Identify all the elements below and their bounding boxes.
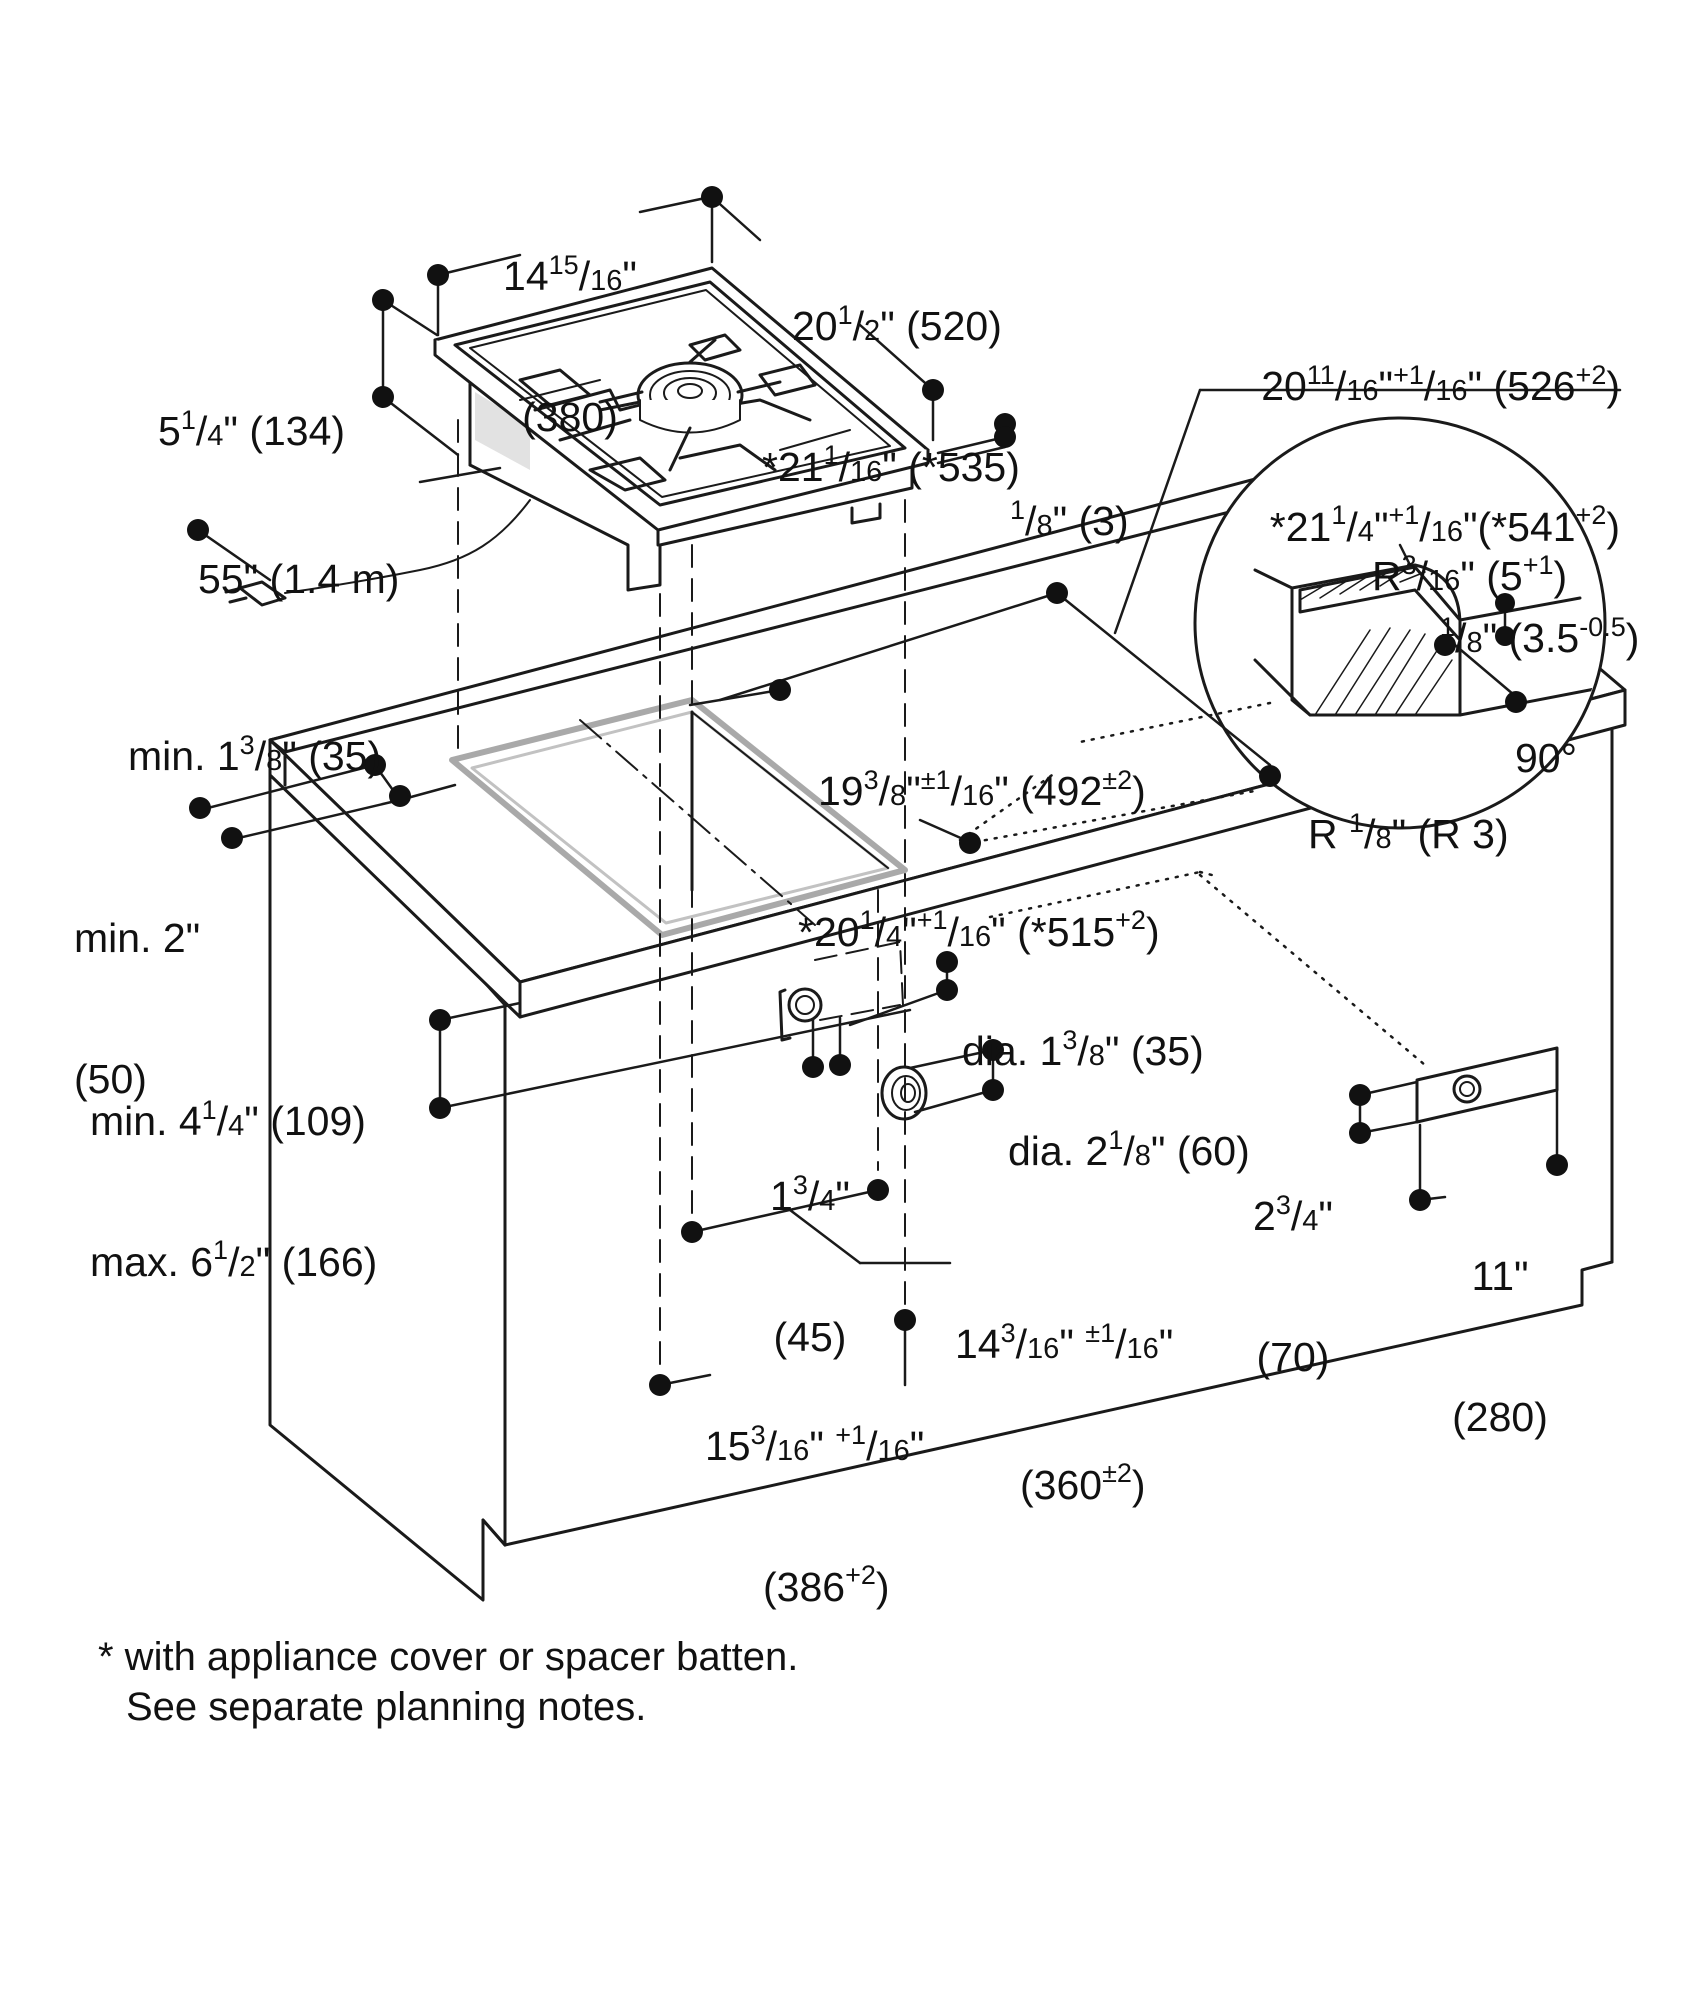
worktop-cutout — [449, 697, 908, 938]
detail-radius-bottom: R 1/8" (R 3) — [1308, 807, 1509, 858]
power-cable — [224, 499, 531, 607]
dim-height: 51/4" (134) — [158, 404, 346, 455]
detail-angle: 90° — [1515, 735, 1578, 782]
dim-min-rear: min. 13/8" (35) — [128, 729, 382, 780]
dim-cabinet-outer: 153/16" +1/16" (386+2) — [705, 1419, 925, 1610]
footnote: * with appliance cover or spacer batten.… — [98, 1632, 798, 1732]
dim-cutout-depth: 193/8"±1/16" (492±2) *201/4"+1/16" (*515… — [798, 764, 1160, 955]
dim-box-height: 23/4" (70) — [1253, 1189, 1333, 1380]
leader-dotted — [973, 701, 1427, 1067]
detail-circle — [1193, 416, 1607, 830]
dim-dia-small: dia. 13/8" (35) — [962, 1024, 1204, 1075]
footnote-line-1: * with appliance cover or spacer batten. — [98, 1635, 799, 1679]
dim-top-width: 1415/16" (380) — [503, 249, 637, 440]
projection-lines — [457, 419, 906, 1381]
dim-min-front: min. 2" (50) — [74, 915, 201, 1102]
footnote-line-2: See separate planning notes. — [126, 1685, 647, 1729]
dim-offset: 13/4" (45) — [770, 1169, 850, 1360]
detail-radius-top: R3/16" (5+1) — [1372, 549, 1568, 600]
dim-dia-large: dia. 21/8" (60) — [1008, 1124, 1250, 1175]
dim-cable: 55" (1.4 m) — [198, 556, 400, 603]
dim-worktop: min. 41/4" (109) max. 61/2" (166) — [90, 1094, 378, 1285]
dim-rim: 1/8" (3) — [1010, 494, 1129, 545]
dim-box-width: 11" (280) — [1452, 1253, 1548, 1440]
gas-hob — [433, 266, 930, 592]
detail-lip: 1/8" (3.5-0.5) — [1440, 611, 1640, 662]
gas-connection-small — [778, 941, 904, 1042]
dim-top-depth: 201/2" (520) *211/16" (*535) — [762, 299, 1020, 490]
dim-cutout-width: 2011/16"+1/16" (526+2) *211/4"+1/16"(*54… — [1261, 359, 1620, 550]
dim-cabinet-inner: 143/16" ±1/16" (360±2) — [955, 1317, 1174, 1508]
dimension-points — [187, 186, 1568, 1396]
